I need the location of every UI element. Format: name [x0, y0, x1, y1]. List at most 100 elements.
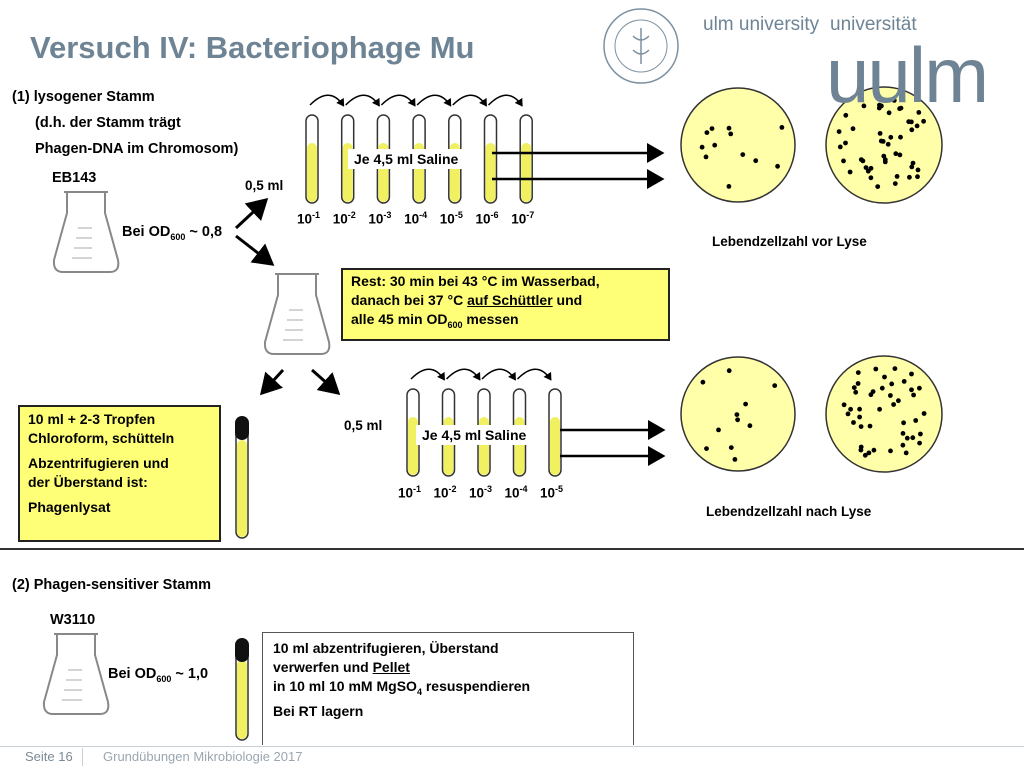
footer-divider — [82, 748, 83, 766]
colony-dot-icon — [877, 131, 883, 136]
dilution-tube-icon — [519, 114, 533, 204]
dilution-label: 10-3 — [469, 484, 493, 501]
dilution-tube-icon — [483, 114, 498, 204]
dilution-label: 10-5 — [540, 484, 564, 501]
colony-dot-icon — [911, 392, 916, 398]
chloro-line2: Chloroform, schütteln — [28, 430, 175, 446]
colony-dot-icon — [712, 142, 718, 148]
colony-dot-icon — [851, 420, 856, 425]
dilution-label: 10-5 — [439, 210, 463, 227]
transfer-arrow-icon — [516, 368, 552, 381]
dilution-label: 10-4 — [404, 210, 428, 227]
colony-dot-icon — [868, 392, 874, 398]
colony-dot-icon — [860, 158, 866, 164]
dilution-tube-icon — [406, 388, 420, 477]
colony-dot-icon — [897, 152, 903, 158]
colony-dot-icon — [847, 169, 853, 175]
colony-dot-icon — [909, 387, 914, 393]
colony-dot-icon — [875, 184, 881, 190]
colony-dot-icon — [892, 366, 898, 371]
transfer-arrow-icon — [481, 368, 517, 381]
colony-dot-icon — [735, 417, 740, 423]
plate-label-bottom: Lebendzellzahl nach Lyse — [706, 504, 872, 519]
colony-dot-icon — [863, 165, 869, 171]
saline-label-bottom: Je 4,5 ml Saline — [416, 425, 533, 445]
agar-plate-dense-bottom-icon — [825, 355, 943, 473]
arrow-to-chloroform-icon — [259, 368, 285, 396]
colony-dot-icon — [700, 379, 706, 385]
colony-dot-icon — [703, 154, 709, 160]
colony-dot-icon — [726, 184, 732, 189]
colony-dot-icon — [900, 442, 906, 448]
colony-dot-icon — [917, 385, 922, 391]
pellet-tube-icon — [235, 638, 249, 741]
colony-dot-icon — [891, 98, 897, 103]
logo-text-right: universität — [830, 14, 917, 35]
colony-dot-icon — [909, 164, 915, 170]
od-label-top: Bei OD600 ~ 0,8 — [122, 224, 223, 242]
plate-label-top: Lebendzellzahl vor Lyse — [712, 234, 867, 249]
colony-dot-icon — [841, 158, 846, 164]
colony-dot-icon — [888, 393, 893, 398]
flask-eb143-icon — [52, 191, 120, 273]
colony-dot-icon — [843, 112, 849, 118]
transfer-arrow-icon — [445, 368, 481, 381]
colony-dot-icon — [885, 141, 891, 147]
colony-dot-icon — [917, 440, 922, 446]
colony-dot-icon — [916, 110, 922, 115]
dilution-label: 10-1 — [297, 210, 321, 227]
chloroform-instruction-box: 10 ml + 2-3 Tropfen Chloroform, schüttel… — [18, 405, 221, 542]
colony-dot-icon — [775, 163, 780, 169]
rest-line1: Rest: 30 min bei 43 °C im Wasserbad, — [351, 273, 600, 289]
colony-dot-icon — [877, 102, 882, 108]
transfer-arrow-icon — [345, 94, 381, 107]
dilution-tubes-bottom — [406, 368, 562, 477]
chloro-line3: Abzentrifugieren und — [28, 455, 169, 471]
colony-dot-icon — [848, 406, 853, 412]
logo-big: uulm — [826, 31, 989, 119]
transfer-arrow-icon — [452, 94, 488, 107]
section1-desc-line1: (d.h. der Stamm trägt — [35, 115, 181, 131]
colony-dot-icon — [871, 447, 877, 453]
colony-dot-icon — [851, 385, 857, 390]
colony-dot-icon — [716, 427, 721, 433]
colony-dot-icon — [740, 152, 746, 158]
colony-dot-icon — [888, 134, 894, 140]
dilution-label: 10-2 — [433, 484, 457, 501]
colony-dot-icon — [855, 370, 861, 375]
agar-plate-sparse-top-icon — [680, 87, 796, 203]
dilution-label: 10-3 — [368, 210, 392, 227]
colony-dot-icon — [921, 118, 926, 124]
logo-text-left: ulm university — [703, 14, 820, 35]
chloro-line5: Phagenlysat — [28, 499, 111, 515]
dilution-tube-icon — [548, 388, 562, 477]
colony-dot-icon — [910, 160, 916, 166]
colony-dot-icon — [772, 383, 778, 388]
colony-dot-icon — [886, 110, 892, 116]
strain-w3110: W3110 — [50, 612, 96, 628]
od-label-bottom: Bei OD600 ~ 1,0 — [108, 666, 209, 684]
colony-dot-icon — [867, 423, 873, 429]
colony-dot-icon — [893, 151, 899, 157]
chloro-line1: 10 ml + 2-3 Tropfen — [28, 411, 156, 427]
colony-dot-icon — [904, 435, 910, 441]
arrow-to-dilution-bottom-icon — [311, 368, 341, 395]
colony-dot-icon — [915, 174, 920, 180]
transfer-arrow-icon — [309, 94, 345, 107]
colony-dot-icon — [888, 448, 893, 454]
dilution-label: 10-1 — [398, 484, 422, 501]
colony-dot-icon — [909, 371, 914, 377]
colony-dot-icon — [892, 181, 898, 187]
colony-dot-icon — [779, 125, 785, 130]
footer-rule — [0, 746, 1024, 747]
colony-dot-icon — [879, 385, 885, 391]
colony-dot-icon — [699, 144, 705, 150]
colony-dot-icon — [850, 126, 856, 132]
colony-dot-icon — [845, 411, 851, 417]
arrow-to-dilution-icon — [234, 197, 269, 230]
colony-dot-icon — [709, 126, 715, 131]
colony-dot-icon — [853, 389, 859, 395]
colony-dot-icon — [921, 411, 927, 416]
colony-dot-icon — [901, 420, 906, 426]
